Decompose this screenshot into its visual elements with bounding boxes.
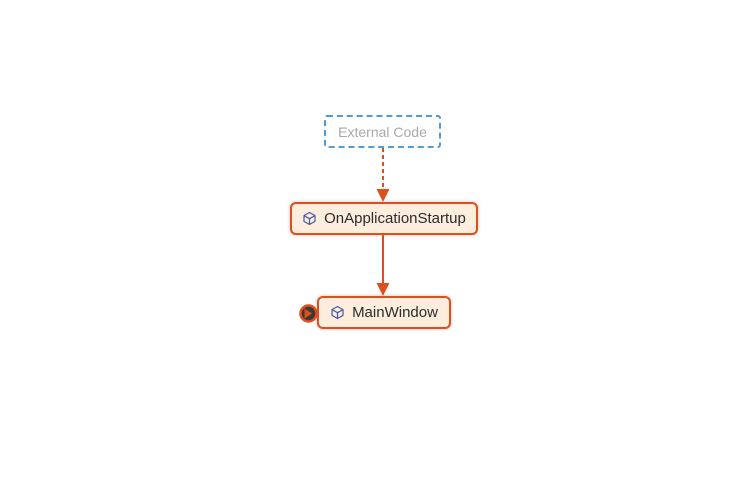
- node-external-code-label: External Code: [338, 123, 427, 140]
- expand-node-button[interactable]: [298, 303, 319, 324]
- arrowhead-down-icon: [376, 283, 390, 296]
- node-mainwindow-label: MainWindow: [352, 304, 438, 321]
- node-onapplicationstartup[interactable]: OnApplicationStartup: [290, 202, 478, 235]
- cube-icon: [303, 211, 316, 226]
- edge-external-to-onapplicationstartup[interactable]: [371, 147, 395, 203]
- node-mainwindow[interactable]: MainWindow: [317, 296, 451, 329]
- cube-icon: [331, 305, 344, 320]
- node-external-code[interactable]: External Code: [324, 115, 441, 148]
- node-onapplicationstartup-label: OnApplicationStartup: [324, 210, 466, 227]
- edge-onapplicationstartup-to-mainwindow[interactable]: [371, 235, 395, 297]
- arrowhead-down-icon: [376, 189, 390, 202]
- expand-arrow-icon: [304, 308, 312, 319]
